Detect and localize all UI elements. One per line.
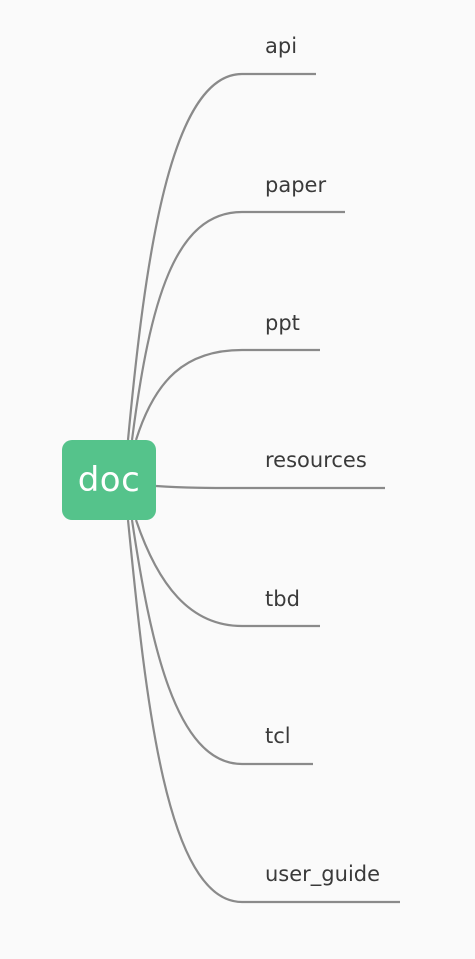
root-node-label: doc bbox=[77, 460, 141, 500]
edge-api bbox=[126, 72, 316, 441]
node-label: tbd bbox=[265, 587, 300, 611]
node-label: api bbox=[265, 34, 298, 58]
root-node[interactable]: doc bbox=[62, 440, 156, 520]
node-label: paper bbox=[265, 173, 327, 197]
node-label: ppt bbox=[265, 311, 300, 335]
node-user-guide[interactable]: user_guide bbox=[265, 862, 380, 886]
node-tcl[interactable]: tcl bbox=[265, 724, 291, 748]
node-label: resources bbox=[265, 448, 367, 472]
node-ppt[interactable]: ppt bbox=[265, 311, 300, 335]
edge-resources bbox=[155, 484, 385, 490]
node-api[interactable]: api bbox=[265, 34, 297, 58]
edge-tbd bbox=[134, 519, 320, 628]
node-resources[interactable]: resources bbox=[265, 448, 367, 472]
edge-ppt bbox=[134, 348, 320, 441]
node-paper[interactable]: paper bbox=[265, 173, 326, 197]
node-label: tcl bbox=[265, 724, 291, 748]
node-label: user_guide bbox=[265, 862, 381, 886]
edge-tcl bbox=[130, 519, 313, 766]
edge-paper bbox=[130, 210, 345, 441]
node-tbd[interactable]: tbd bbox=[265, 587, 300, 611]
edge-user-guide bbox=[126, 519, 400, 904]
